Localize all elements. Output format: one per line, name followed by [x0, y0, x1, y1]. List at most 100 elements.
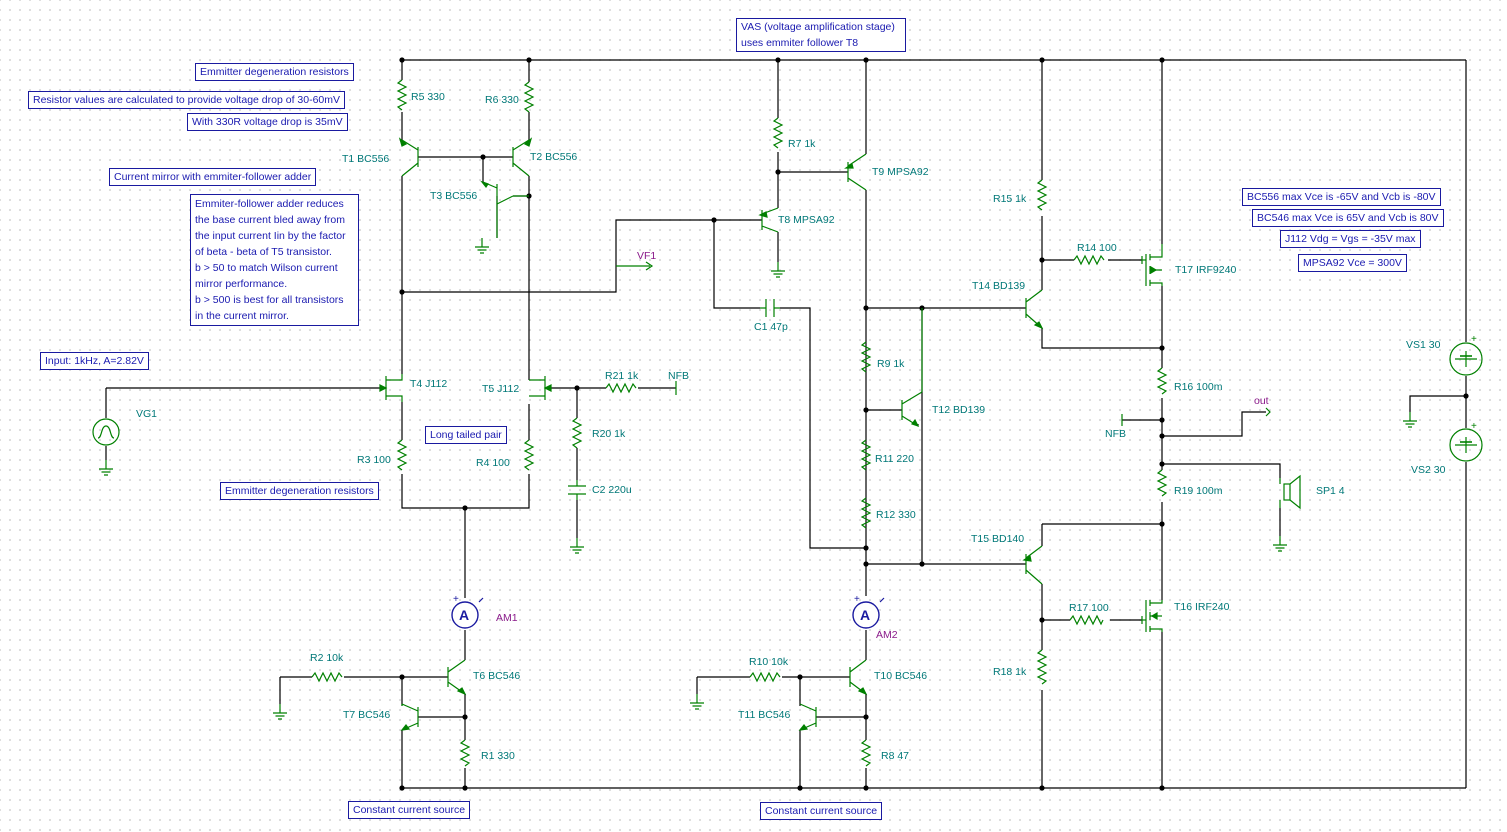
probe-vf1[interactable] [616, 261, 654, 271]
note-long-tailed-pair: Long tailed pair [425, 426, 507, 444]
note-ccs-left: Constant current source [348, 801, 471, 819]
transistor-t12[interactable] [901, 308, 923, 428]
note-input: Input: 1kHz, A=2.82V [40, 352, 149, 370]
note-emitter-degeneration-top: Emmitter degeneration resistors [195, 63, 354, 81]
transistor-t1[interactable] [398, 137, 419, 177]
label-r11: R11 220 [875, 453, 914, 465]
label-sp1: SP1 4 [1316, 485, 1345, 497]
ammeter-am1-plus: + [453, 594, 459, 605]
capacitor-c1[interactable] [760, 299, 780, 317]
note-ef-line: Emmiter-follower adder reduces [195, 198, 344, 210]
label-r2: R2 10k [310, 652, 344, 664]
note-ef-adder: Emmiter-follower adder reduces the base … [190, 194, 359, 326]
label-r5: R5 330 [411, 91, 445, 103]
probe-out[interactable] [1265, 407, 1271, 417]
label-r14: R14 100 [1077, 242, 1117, 254]
transistor-t9[interactable] [844, 153, 867, 191]
voltage-generator-vg1[interactable] [92, 418, 120, 446]
label-vs1: VS1 30 [1406, 339, 1441, 351]
speaker-sp1[interactable] [1279, 474, 1301, 510]
transistor-t10[interactable] [849, 659, 868, 696]
transistor-t7[interactable] [400, 703, 419, 731]
resistor-r12[interactable] [860, 497, 872, 529]
ammeter-am2-plus: + [854, 594, 860, 605]
label-r21: R21 1k [605, 370, 639, 382]
transistor-t2[interactable] [512, 137, 533, 177]
resistor-r6[interactable] [523, 81, 535, 113]
label-am2: AM2 [876, 629, 898, 641]
label-t1: T1 BC556 [342, 153, 390, 165]
transistor-t15[interactable] [1022, 545, 1043, 585]
jfet-t4[interactable] [379, 374, 403, 402]
note-ccs-right: Constant current source [760, 802, 883, 820]
capacitor-c2[interactable] [568, 480, 586, 500]
note-ef-line: b > 50 to match Wilson current [195, 262, 338, 274]
resistor-r4[interactable] [523, 439, 535, 471]
ammeter-am2-symbol: A [860, 607, 871, 623]
note-bc546: BC546 max Vce is 65V and Vcb is 80V [1252, 209, 1444, 227]
supply-vs2[interactable] [1449, 428, 1483, 462]
label-t11: T11 BC546 [738, 709, 791, 721]
note-vas-line2: uses emmiter follower T8 [741, 37, 859, 49]
note-ef-line: in the current mirror. [195, 310, 289, 322]
label-r9: R9 1k [877, 358, 905, 370]
resistor-r19[interactable] [1156, 469, 1168, 497]
resistor-r20[interactable] [571, 417, 583, 449]
transistor-t3[interactable] [480, 180, 529, 238]
label-t12: T12 BD139 [932, 404, 986, 416]
label-r10: R10 10k [749, 656, 789, 668]
label-t3: T3 BC556 [430, 190, 478, 202]
transistor-t8[interactable] [758, 207, 779, 233]
resistor-r5[interactable] [396, 79, 408, 111]
label-t8: T8 MPSA92 [778, 214, 835, 226]
label-t10: T10 BC546 [874, 670, 928, 682]
note-vas: VAS (voltage amplification stage) uses e… [736, 18, 906, 52]
transistor-t6[interactable] [447, 659, 467, 696]
note-ef-line: of beta - beta of T5 transistor. [195, 246, 332, 258]
label-t17: T17 IRF9240 [1175, 264, 1237, 276]
label-c2: C2 220u [592, 484, 632, 496]
resistor-r17[interactable] [1069, 614, 1104, 626]
label-r3: R3 100 [357, 454, 391, 466]
label-t15: T15 BD140 [971, 533, 1025, 545]
mosfet-t17[interactable] [1141, 244, 1163, 286]
resistor-r21[interactable] [605, 382, 637, 394]
label-t9: T9 MPSA92 [872, 166, 929, 178]
resistor-r11[interactable] [860, 439, 872, 471]
mosfet-t16[interactable] [1141, 600, 1163, 632]
resistor-r15[interactable] [1036, 179, 1048, 211]
resistor-r14[interactable] [1073, 254, 1105, 266]
jfet-t5[interactable] [529, 376, 552, 400]
resistor-r2[interactable] [311, 671, 343, 683]
note-ef-line: mirror performance. [195, 278, 288, 290]
resistor-r16[interactable] [1156, 367, 1168, 395]
label-r16: R16 100m [1174, 381, 1223, 393]
label-r19: R19 100m [1174, 485, 1223, 497]
note-ef-line: the input current Iin by the factor [195, 230, 346, 242]
resistor-r1[interactable] [459, 739, 471, 767]
label-r8: R8 47 [881, 750, 910, 762]
transistor-t11[interactable] [798, 703, 817, 731]
label-nfb-in: NFB [668, 370, 689, 382]
label-t5: T5 J112 [482, 383, 520, 395]
resistor-r10[interactable] [749, 671, 781, 683]
resistor-r18[interactable] [1036, 649, 1048, 685]
label-t6: T6 BC546 [473, 670, 521, 682]
ammeter-am1[interactable] [451, 597, 484, 629]
transistor-t14[interactable] [1025, 289, 1044, 330]
note-j112: J112 Vdg = Vgs = -35V max [1280, 230, 1421, 248]
ammeter-am2[interactable] [852, 597, 885, 629]
label-r4: R4 100 [476, 457, 510, 469]
supply-vs1[interactable] [1449, 342, 1483, 376]
label-r6: R6 330 [485, 94, 519, 106]
note-ef-line: b > 500 is best for all transistors [195, 294, 344, 306]
note-mpsa92: MPSA92 Vce = 300V [1298, 254, 1407, 272]
resistor-r9[interactable] [860, 341, 872, 373]
ammeter-am1-symbol: A [459, 607, 470, 623]
label-r20: R20 1k [592, 428, 626, 440]
label-r15: R15 1k [993, 193, 1027, 205]
resistor-r8[interactable] [860, 739, 872, 767]
resistor-r7[interactable] [772, 117, 784, 149]
resistor-r3[interactable] [396, 439, 408, 471]
